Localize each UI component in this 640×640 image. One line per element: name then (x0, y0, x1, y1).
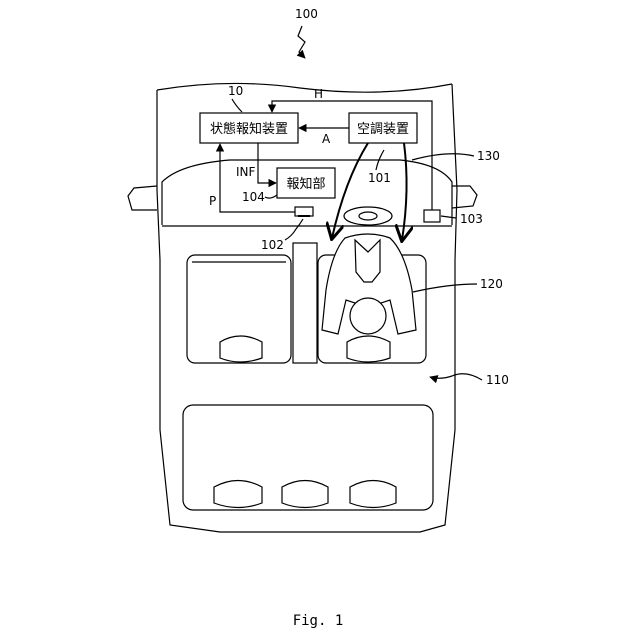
signal-H-label: H (314, 87, 323, 101)
ref-sensor: 103 (460, 212, 483, 226)
ref-occupant-leader (413, 284, 477, 292)
notification-unit-label: 報知部 (286, 176, 325, 192)
ref-air-outlet: 101 (368, 171, 391, 185)
ref-state-device: 10 (228, 84, 243, 98)
steering-wheel (344, 207, 392, 225)
figure-caption: Fig. 1 (293, 613, 344, 629)
ref-vehicle-arrow (430, 374, 482, 380)
ref-system-label: 100 (295, 7, 318, 21)
ref-vehicle: 110 (486, 373, 509, 387)
sensor (424, 210, 440, 222)
ref-camera: 102 (261, 238, 284, 252)
ref-system-arrow (298, 26, 305, 58)
state-notification-device-label: 状態報知装置 (210, 121, 288, 137)
rear-seat (183, 405, 433, 510)
signal-INF-arrow (258, 143, 276, 183)
ref-notification-unit-leader (265, 195, 277, 198)
ref-sensor-leader (441, 216, 456, 218)
ref-state-device-leader (232, 99, 242, 112)
ref-camera-leader (285, 219, 303, 240)
camera (295, 207, 313, 216)
ref-130: 130 (477, 149, 500, 163)
signal-A-label: A (322, 132, 331, 146)
center-console (293, 243, 317, 363)
ref-notification-unit: 104 (242, 190, 265, 204)
occupant (322, 234, 416, 334)
air-conditioner-label: 空調装置 (357, 122, 409, 137)
right-mirror (452, 186, 477, 208)
airflow-left-arrow (332, 143, 368, 238)
front-left-seat (187, 255, 291, 363)
signal-INF-label: INF (236, 165, 256, 179)
signal-P-label: P (209, 194, 216, 208)
ref-130-leader (412, 154, 474, 160)
ref-occupant: 120 (480, 277, 503, 291)
left-mirror (128, 186, 157, 210)
vehicle-body (128, 83, 477, 532)
